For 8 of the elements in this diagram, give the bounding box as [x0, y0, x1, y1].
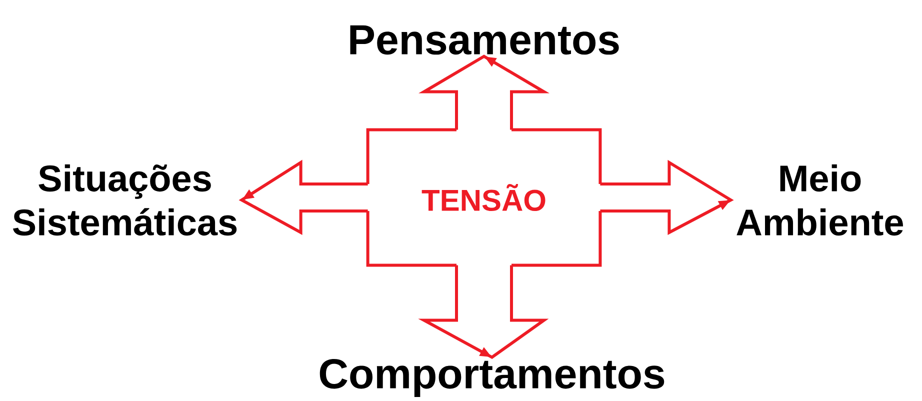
node-label: Meio Ambiente	[736, 164, 903, 236]
block-arrow	[418, 54, 550, 132]
block-arrow	[598, 160, 734, 235]
node-label: Comportamentos	[320, 358, 664, 398]
node-label: Pensamentos	[350, 25, 619, 55]
block-arrow	[418, 264, 549, 360]
block-arrow	[238, 160, 370, 236]
node-label: Situações Sistemáticas	[12, 164, 237, 236]
